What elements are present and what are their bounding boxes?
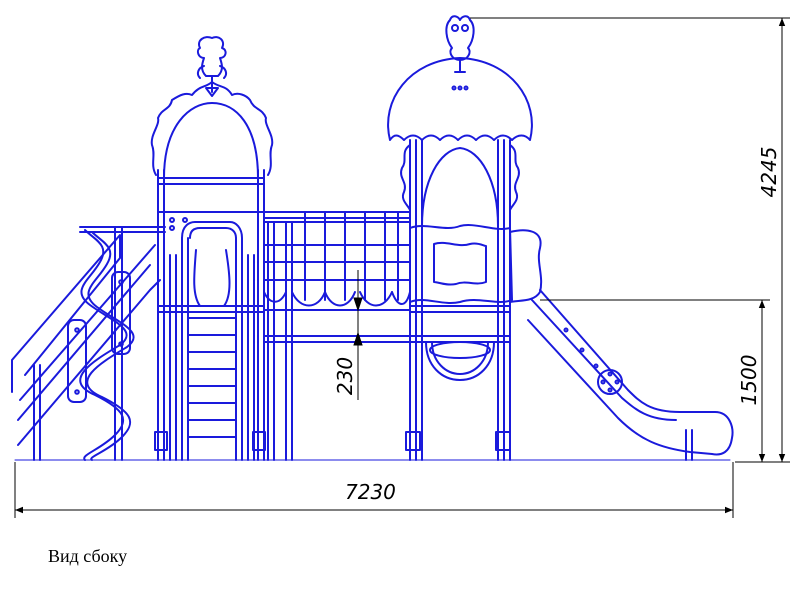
dimension-overall-height: 4245 [757,147,781,198]
view-caption: Вид сбоку [48,546,128,566]
dimension-slide-height: 1500 [737,355,761,406]
dimension-clearance: 230 [333,357,357,395]
dimension-lines [14,17,790,518]
monkey-figure [196,36,227,77]
right-tower [387,15,543,461]
staircase [11,226,166,461]
spiral-pole [79,229,135,461]
owl-figure [445,15,475,61]
playground-structure [11,15,734,461]
rope-bridge [263,211,411,461]
dimension-overall-length: 7230 [345,480,396,504]
inner-climber [169,221,255,461]
slide [527,289,734,461]
